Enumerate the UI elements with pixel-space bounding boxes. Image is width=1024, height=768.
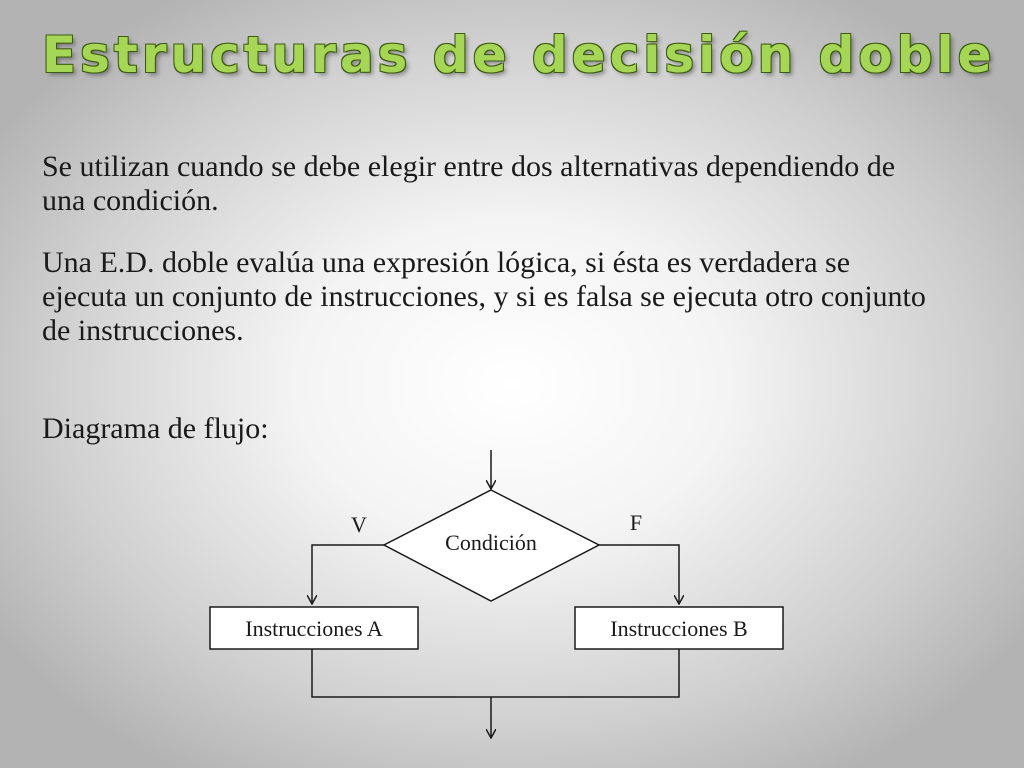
instructions-a-label: Instrucciones A (245, 616, 383, 641)
instructions-b-label: Instrucciones B (610, 616, 747, 641)
false-branch-connector (599, 544, 679, 604)
instructions-a-box (209, 606, 419, 650)
instructions-b-box (574, 606, 784, 650)
condition-label: Condición (445, 530, 537, 555)
intro-paragraph: Se utilizan cuando se debe elegir entre … (42, 150, 896, 217)
merge-connector (311, 649, 680, 698)
slide-title: Estructuras de decisión doble (42, 26, 996, 84)
explanation-paragraph: Una E.D. doble evalúa una expresión lógi… (42, 246, 926, 347)
true-branch-connector (312, 544, 384, 604)
false-label: F (630, 510, 642, 535)
true-label: V (351, 512, 367, 537)
diagram-heading: Diagrama de flujo: (42, 412, 269, 445)
condition-diamond (382, 489, 601, 602)
